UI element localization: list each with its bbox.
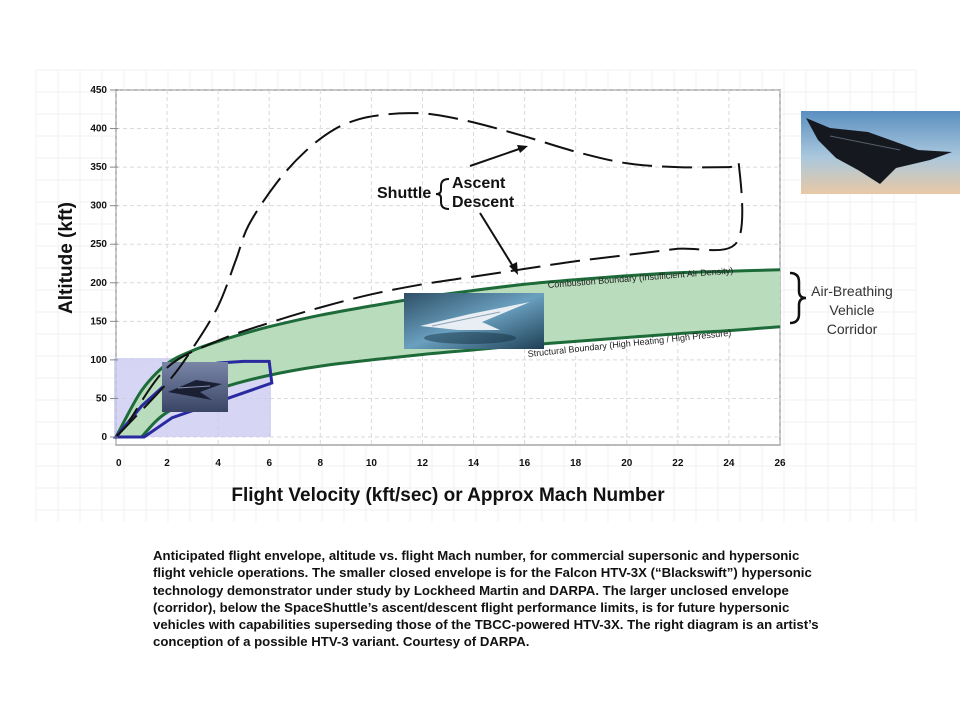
shuttle-label: Shuttle <box>377 185 431 202</box>
air-breathing-corridor <box>116 269 780 437</box>
y-tick-label: 200 <box>90 278 107 289</box>
y-tick-label: 450 <box>90 85 107 96</box>
x-tick-label: 26 <box>774 458 786 469</box>
y-tick-label: 150 <box>90 316 107 327</box>
falcon-htv-3x-image <box>162 362 228 412</box>
corridor-label-line-1: Air-Breathing <box>811 283 893 299</box>
y-tick-label: 400 <box>90 124 107 135</box>
figure-caption: Anticipated flight envelope, altitude vs… <box>153 548 819 650</box>
artist-concept-image <box>801 111 960 194</box>
y-tick-label: 250 <box>90 239 107 250</box>
descent-arrow-icon <box>479 212 518 275</box>
x-tick-label: 4 <box>215 458 221 469</box>
combustion-boundary-line <box>114 268 781 438</box>
descent-label: Descent <box>452 194 515 211</box>
y-tick-label: 350 <box>90 162 107 173</box>
x-tick-label: 2 <box>164 458 170 469</box>
x-tick-label: 20 <box>621 458 633 469</box>
x-tick-label: 14 <box>468 458 480 469</box>
x-tick-label: 0 <box>116 458 122 469</box>
shuttle-ascent-descent-line <box>115 112 744 438</box>
shuttle-brace-icon <box>435 178 450 210</box>
x-tick-label: 18 <box>570 458 582 469</box>
y-axis-ticks: 0 50 100 150 200 250 300 350 400 450 <box>90 85 118 443</box>
corridor-label-line-3: Corridor <box>827 321 878 337</box>
x-tick-label: 12 <box>417 458 429 469</box>
ascent-label: Ascent <box>452 175 506 192</box>
x-axis-title: Flight Velocity (kft/sec) or Approx Mach… <box>231 485 665 506</box>
htv3x-envelope-line <box>112 359 274 439</box>
x-tick-label: 6 <box>266 458 272 469</box>
y-tick-label: 300 <box>90 201 107 212</box>
x-tick-label: 8 <box>318 458 324 469</box>
corridor-label-line-2: Vehicle <box>829 302 874 318</box>
y-tick-label: 100 <box>90 355 107 366</box>
x-tick-label: 24 <box>723 458 735 469</box>
corridor-brace-icon <box>789 271 807 325</box>
x-tick-label: 22 <box>672 458 684 469</box>
y-tick-label: 0 <box>101 432 107 443</box>
x-tick-label: 16 <box>519 458 531 469</box>
x-tick-label: 10 <box>366 458 378 469</box>
y-tick-label: 50 <box>96 393 108 404</box>
ascent-arrow-icon <box>469 145 528 167</box>
y-axis-title: Altitude (kft) <box>56 202 77 314</box>
hypersonic-vehicle-in-flight-image <box>404 293 544 349</box>
